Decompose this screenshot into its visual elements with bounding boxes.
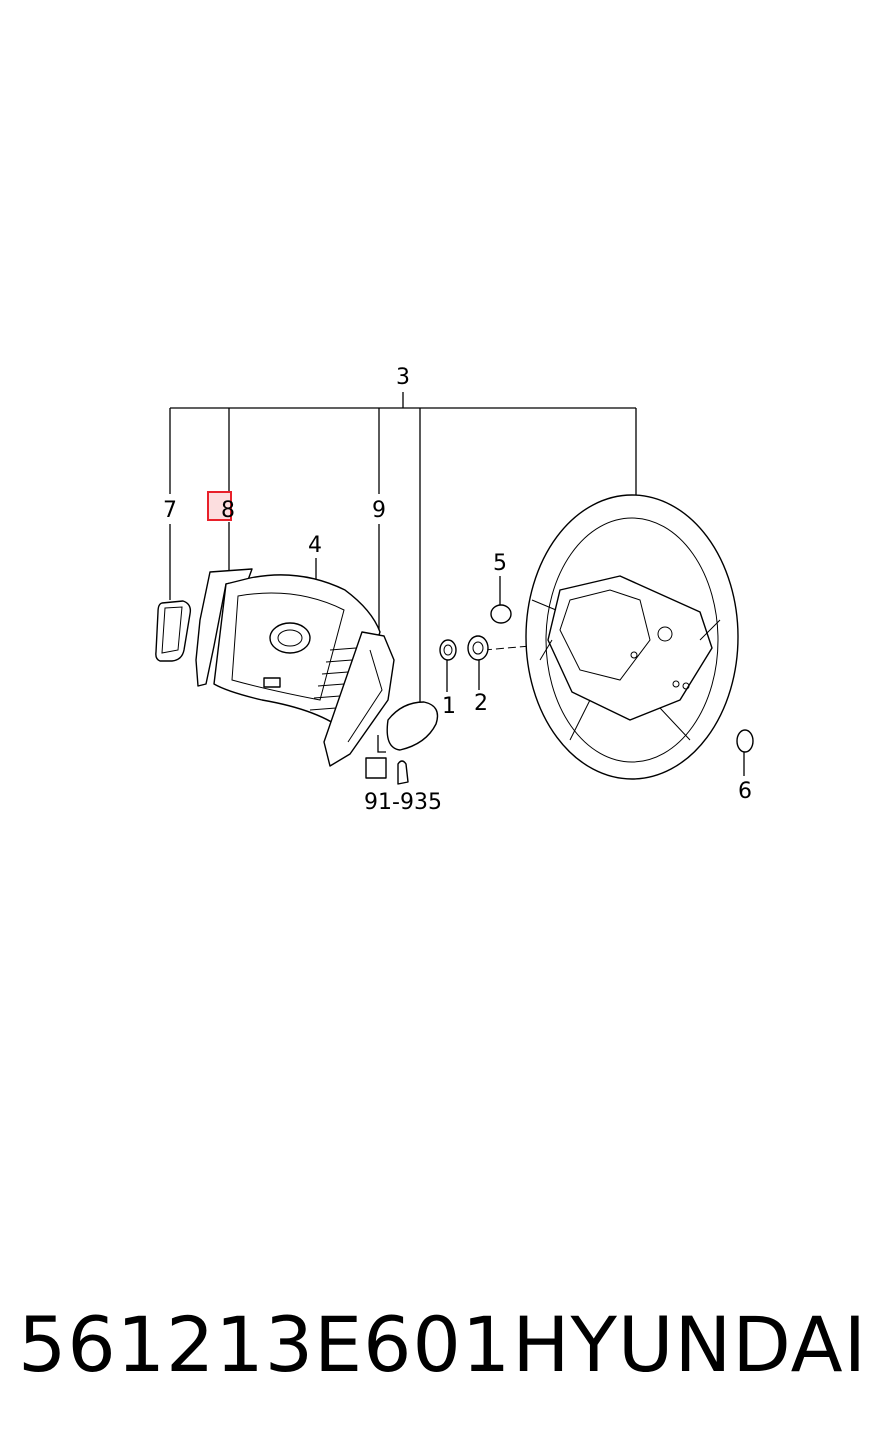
callout-3: 3 xyxy=(396,365,410,390)
callout-ref-91-935: 91-935 xyxy=(364,790,442,815)
part-4-airbag-module xyxy=(213,574,381,733)
switch-connector xyxy=(365,701,439,785)
part-7-cover xyxy=(155,600,192,662)
callout-7: 7 xyxy=(163,498,177,523)
brand-name: HYUNDAI xyxy=(512,1300,867,1389)
part-1-nut xyxy=(439,639,457,661)
callout-5: 5 xyxy=(493,551,507,576)
part-number: 561213E601 xyxy=(18,1300,512,1389)
callout-4: 4 xyxy=(308,533,322,558)
callout-2: 2 xyxy=(474,691,488,716)
steering-wheel xyxy=(525,494,739,780)
part-2-washer xyxy=(467,635,489,661)
part-5-cap xyxy=(490,604,512,624)
part-6-plug xyxy=(736,729,754,753)
callout-1: 1 xyxy=(442,694,456,719)
callout-6: 6 xyxy=(738,779,752,804)
part-8-bezel xyxy=(195,568,253,687)
highlight-box xyxy=(207,491,232,521)
callout-8: 8 xyxy=(221,498,235,523)
callout-9: 9 xyxy=(372,498,386,523)
leader-lines xyxy=(169,392,745,776)
part-9-cover xyxy=(323,631,395,767)
